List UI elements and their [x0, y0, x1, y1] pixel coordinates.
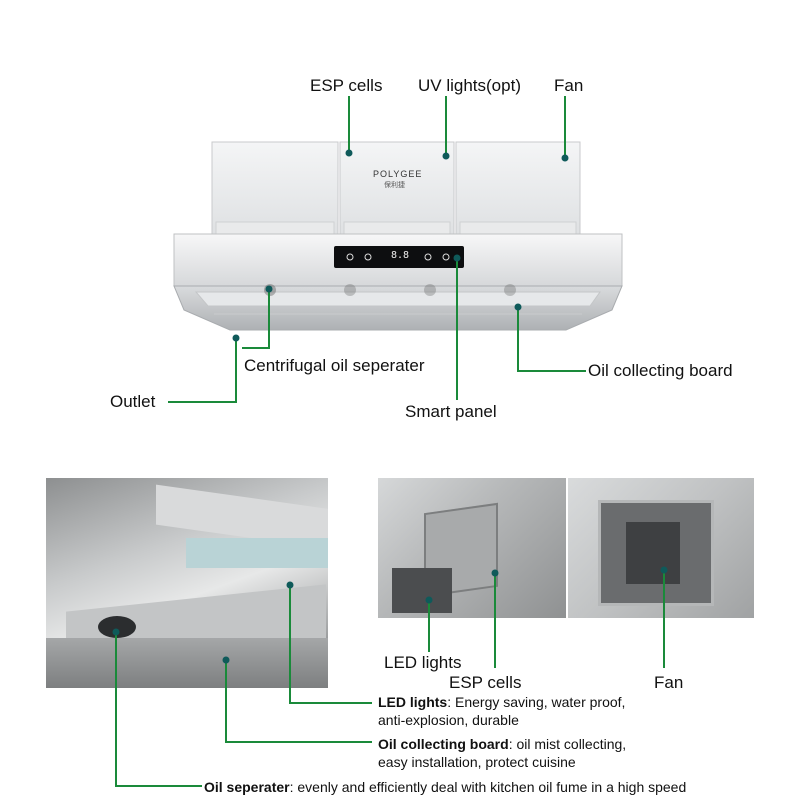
label-centrifugal-oil-seperater: Centrifugal oil seperater	[244, 356, 425, 375]
desc-oil-collecting-board: Oil collecting board: oil mist collectin…	[378, 735, 626, 771]
uv-lights-module	[339, 141, 455, 235]
desc-oil-board-line1: : oil mist collecting,	[508, 736, 627, 752]
top-leader-dots	[232, 149, 569, 342]
hood-brand: POLYGEE	[373, 169, 423, 179]
label-fan-photo: Fan	[654, 673, 684, 692]
desc-oil-board-line2: easy installation, protect cuisine	[378, 754, 576, 770]
label-esp-cells: ESP cells	[310, 76, 383, 95]
hood-body	[173, 233, 623, 331]
top-leader-lines	[168, 96, 586, 403]
photo-fan	[568, 478, 754, 618]
desc-led-lights-term: LED lights	[378, 694, 448, 710]
esp-cells-module	[211, 141, 339, 235]
fan-module	[455, 141, 581, 235]
label-outlet: Outlet	[110, 392, 156, 411]
photo-esp-cells	[378, 478, 566, 618]
panel-display: 8.8	[391, 250, 410, 261]
label-smart-panel: Smart panel	[405, 402, 497, 421]
desc-led-lights-line1: : Energy saving, water proof,	[447, 694, 626, 710]
desc-oil-board-term: Oil collecting board	[378, 736, 509, 752]
desc-oil-seperater-term: Oil seperater	[204, 779, 290, 795]
label-uv-lights: UV lights(opt)	[418, 76, 521, 95]
label-oil-collecting-board: Oil collecting board	[588, 361, 733, 380]
desc-oil-seperater-line1: : evenly and efficiently deal with kitch…	[289, 779, 687, 795]
desc-led-lights: LED lights: Energy saving, water proof, …	[378, 693, 625, 729]
desc-oil-seperater: Oil seperater: evenly and efficiently de…	[204, 778, 686, 796]
label-esp-cells-photo: ESP cells	[449, 673, 522, 692]
smart-panel	[334, 246, 464, 268]
hood-brand-cn: 保利捷	[384, 182, 405, 189]
photo-hood-underside	[46, 478, 328, 688]
label-led-lights-photo: LED lights	[384, 653, 462, 672]
label-fan: Fan	[554, 76, 584, 95]
desc-led-lights-line2: anti-explosion, durable	[378, 712, 519, 728]
